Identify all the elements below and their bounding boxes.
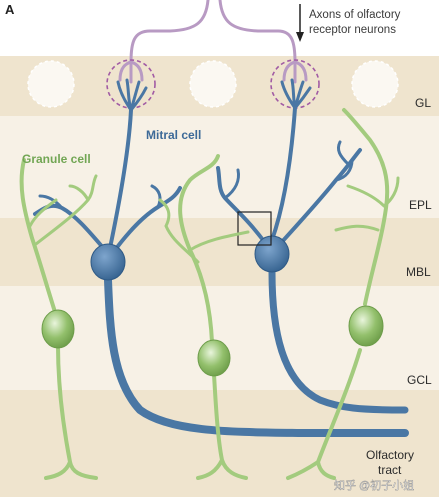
axon-label-line1: Axons of olfactory <box>309 9 401 21</box>
mitral-right-apical-dendrite <box>270 106 297 242</box>
mitral-cell-left-soma <box>90 243 126 281</box>
synapse-highlight-box <box>237 211 272 246</box>
mitral-cell-right-soma <box>254 235 290 273</box>
mitral-cell-label: Mitral cell <box>146 128 201 142</box>
granule-right-axon <box>286 348 362 480</box>
mitral-cells <box>33 78 409 437</box>
mitral-left-axon <box>104 276 409 437</box>
granule-cells <box>19 108 400 480</box>
mbl-layer-band <box>0 218 439 286</box>
glomerulus-empty-1 <box>27 60 75 108</box>
receptor-axons <box>118 0 308 84</box>
mitral-right-axon <box>268 268 409 414</box>
empty-glomeruli <box>27 60 399 108</box>
olfactory-tract-label-line2: tract <box>378 463 402 477</box>
granule-right-dendrite <box>342 108 390 306</box>
layer-label-gl: GL <box>415 96 431 110</box>
glomerulus-empty-3 <box>351 60 399 108</box>
down-arrow-icon <box>296 4 304 42</box>
granule-cell-label: Granule cell <box>22 152 91 166</box>
layer-label-mbl: MBL <box>406 265 431 279</box>
olfactory-tract-label-line1: Olfactory <box>366 448 414 462</box>
granule-cell-left-soma <box>41 309 75 349</box>
watermark: 知乎 @初子小姐 <box>334 478 414 492</box>
receptor-axon-right <box>218 0 297 64</box>
panel-letter: A <box>5 2 15 17</box>
granule-mid-axon <box>196 372 248 480</box>
layer-label-epl: EPL <box>409 198 432 212</box>
axon-label-line2: receptor neurons <box>309 24 396 36</box>
receptor-axon-left <box>129 0 210 64</box>
granule-mid-dendrite <box>178 154 220 344</box>
granule-left-dendrite <box>19 158 57 314</box>
glomerulus-empty-2 <box>189 60 237 108</box>
granule-cell-mid-soma <box>197 339 231 377</box>
layer-label-gcl: GCL <box>407 373 432 387</box>
granule-cell-right-soma <box>348 305 384 347</box>
granule-left-axon <box>44 344 98 480</box>
mitral-left-apical-dendrite <box>108 108 133 250</box>
